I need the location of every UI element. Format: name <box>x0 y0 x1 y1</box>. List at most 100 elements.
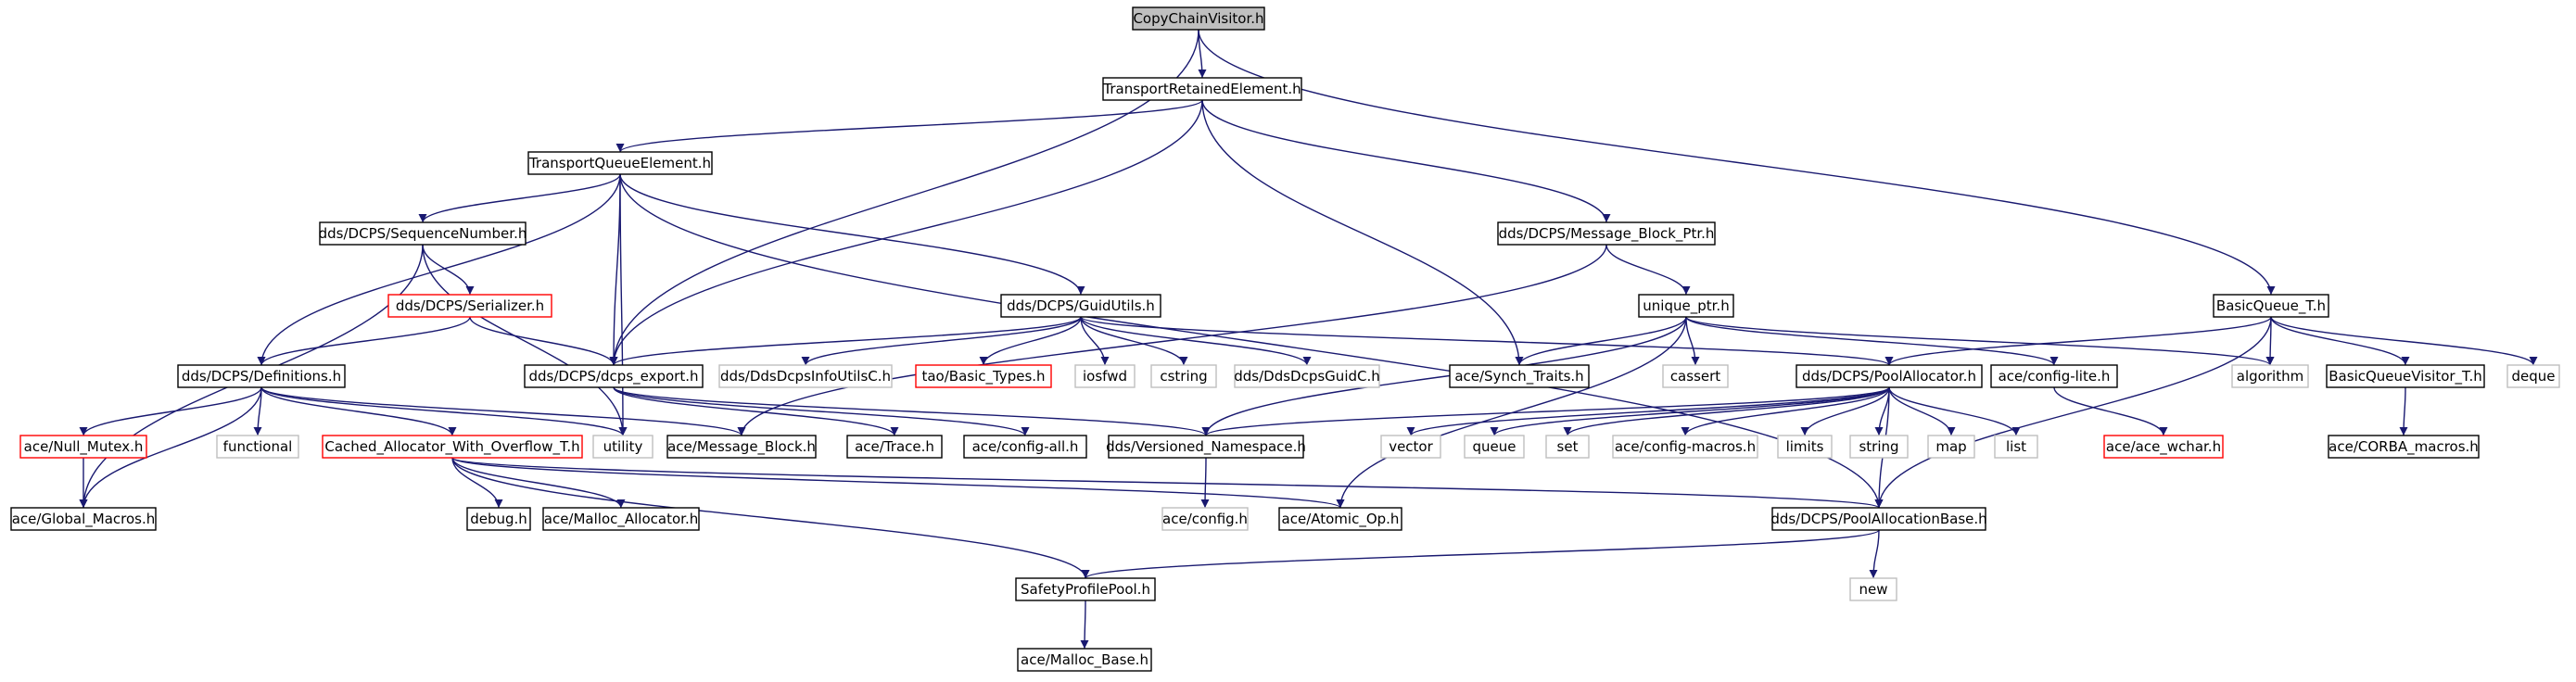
node-transport-retained[interactable]: TransportRetainedElement.h <box>1102 77 1302 101</box>
edge-pool-allocator-to-map <box>1888 386 1956 436</box>
node-config-lite[interactable]: ace/config-lite.h <box>1990 364 2118 388</box>
node-box <box>1132 6 1265 31</box>
node-debug[interactable]: debug.h <box>466 507 531 531</box>
node-label: deque <box>2511 368 2555 385</box>
node-cassert[interactable]: cassert <box>1662 364 1729 388</box>
edge-pool-allocator-to-list <box>1888 386 2021 436</box>
node-synch-traits[interactable]: ace/Synch_Traits.h <box>1449 364 1590 388</box>
node-config-macros[interactable]: ace/config-macros.h <box>1612 435 1758 459</box>
node-dds-dcps-info-utils-c[interactable]: dds/DdsDcpsInfoUtilsC.h <box>718 364 893 388</box>
node-dcps-export[interactable]: dds/DCPS/dcps_export.h <box>524 364 704 388</box>
node-label: dds/Versioned_Namespace.h <box>1106 438 1306 456</box>
node-utility[interactable]: utility <box>592 435 654 459</box>
node-versioned-namespace[interactable]: dds/Versioned_Namespace.h <box>1106 435 1306 459</box>
node-box <box>2326 364 2485 388</box>
node-label: cstring <box>1160 368 1207 385</box>
node-queue[interactable]: queue <box>1464 435 1525 459</box>
node-functional[interactable]: functional <box>216 435 299 459</box>
node-box <box>1994 435 2038 459</box>
edge-config-lite-to-ace-wchar <box>2053 386 2168 436</box>
node-box <box>915 364 1052 388</box>
node-vector[interactable]: vector <box>1380 435 1441 459</box>
node-list[interactable]: list <box>1994 435 2038 459</box>
node-unique-ptr[interactable]: unique_ptr.h <box>1638 294 1734 318</box>
edge-basic-queue-to-basic-queue-visitor <box>2270 316 2410 366</box>
node-label: BasicQueueVisitor_T.h <box>2329 368 2481 385</box>
edge-dcps-export-to-config-all <box>613 386 1030 436</box>
node-box <box>1464 435 1525 459</box>
edge-basic-queue-visitor-to-corba-macros <box>2399 386 2408 436</box>
node-malloc-base[interactable]: ace/Malloc_Base.h <box>1017 648 1152 672</box>
node-atomic-op[interactable]: ace/Atomic_Op.h <box>1278 507 1402 531</box>
node-box <box>322 435 583 459</box>
node-label: ace/Trace.h <box>855 438 934 455</box>
node-map[interactable]: map <box>1927 435 1975 459</box>
node-label: dds/DCPS/SequenceNumber.h <box>319 225 527 242</box>
node-box <box>1278 507 1402 531</box>
node-string[interactable]: string <box>1849 435 1909 459</box>
node-copychain[interactable]: CopyChainVisitor.h <box>1132 6 1265 31</box>
node-guid-utils[interactable]: dds/DCPS/GuidUtils.h <box>1000 294 1161 318</box>
node-box <box>2328 435 2480 459</box>
edge-transport-queue-to-guid-utils <box>619 173 1085 296</box>
node-corba-macros[interactable]: ace/CORBA_macros.h <box>2328 435 2480 459</box>
node-deque[interactable]: deque <box>2506 364 2560 388</box>
edge-guid-utils-to-dds-dcps-info-utils-c <box>801 316 1082 366</box>
node-cstring[interactable]: cstring <box>1150 364 1217 388</box>
node-transport-queue[interactable]: TransportQueueElement.h <box>527 151 713 175</box>
node-malloc-allocator[interactable]: ace/Malloc_Allocator.h <box>542 507 700 531</box>
node-global-macros[interactable]: ace/Global_Macros.h <box>10 507 157 531</box>
node-message-block[interactable]: ace/Message_Block.h <box>666 435 817 459</box>
node-safety-profile-pool[interactable]: SafetyProfilePool.h <box>1015 577 1156 601</box>
node-label: CopyChainVisitor.h <box>1133 10 1263 27</box>
edge-transport-queue-to-definitions <box>257 173 621 366</box>
node-pool-allocation-base[interactable]: dds/DCPS/PoolAllocationBase.h <box>1770 507 1987 531</box>
node-dds-dcps-guid-c[interactable]: dds/DdsDcpsGuidC.h <box>1234 364 1380 388</box>
node-label: dds/DCPS/PoolAllocator.h <box>1802 368 1976 385</box>
node-basic-queue[interactable]: BasicQueue_T.h <box>2213 294 2329 318</box>
node-set[interactable]: set <box>1545 435 1590 459</box>
node-config[interactable]: ace/config.h <box>1161 507 1249 531</box>
edge-message-block-ptr-to-unique-ptr <box>1605 244 1691 296</box>
node-label: Cached_Allocator_With_Overflow_T.h <box>324 438 579 456</box>
node-message-block-ptr[interactable]: dds/DCPS/Message_Block_Ptr.h <box>1497 221 1716 246</box>
node-limits[interactable]: limits <box>1777 435 1833 459</box>
node-cached-allocator[interactable]: Cached_Allocator_With_Overflow_T.h <box>322 435 583 459</box>
edge-cached-allocator-to-malloc-allocator <box>451 457 626 509</box>
node-algorithm[interactable]: algorithm <box>2231 364 2309 388</box>
node-ace-wchar[interactable]: ace/ace_wchar.h <box>2103 435 2224 459</box>
node-iosfwd[interactable]: iosfwd <box>1074 364 1136 388</box>
node-label: iosfwd <box>1083 368 1127 385</box>
node-new[interactable]: new <box>1849 577 1897 601</box>
node-box <box>1108 435 1304 459</box>
node-label: list <box>2006 438 2026 455</box>
node-box <box>1849 435 1909 459</box>
node-box <box>1545 435 1590 459</box>
node-label: algorithm <box>2237 368 2303 385</box>
node-label: ace/Malloc_Allocator.h <box>544 511 698 528</box>
node-box <box>1380 435 1441 459</box>
node-box <box>319 221 527 246</box>
node-box <box>963 435 1087 459</box>
node-box <box>2506 364 2560 388</box>
node-label: limits <box>1786 438 1824 455</box>
edge-transport-retained-to-message-block-ptr <box>1201 99 1611 223</box>
node-layer: CopyChainVisitor.hTransportRetainedEleme… <box>10 6 2560 672</box>
node-definitions[interactable]: dds/DCPS/Definitions.h <box>177 364 346 388</box>
node-box <box>1612 435 1758 459</box>
node-null-mutex[interactable]: ace/Null_Mutex.h <box>19 435 147 459</box>
node-box <box>1017 648 1152 672</box>
node-serializer[interactable]: dds/DCPS/Serializer.h <box>387 294 552 318</box>
node-label: ace/Malloc_Base.h <box>1021 651 1148 669</box>
node-sequence-number[interactable]: dds/DCPS/SequenceNumber.h <box>319 221 527 246</box>
edge-pool-allocator-to-versioned-namespace <box>1201 386 1890 436</box>
node-tao-basic-types[interactable]: tao/Basic_Types.h <box>915 364 1052 388</box>
node-basic-queue-visitor[interactable]: BasicQueueVisitor_T.h <box>2326 364 2485 388</box>
node-trace[interactable]: ace/Trace.h <box>846 435 943 459</box>
edge-guid-utils-to-tao-basic-types <box>979 316 1082 366</box>
node-label: ace/Message_Block.h <box>667 438 816 456</box>
node-pool-allocator[interactable]: dds/DCPS/PoolAllocator.h <box>1796 364 1983 388</box>
node-box <box>592 435 654 459</box>
node-box <box>846 435 943 459</box>
node-config-all[interactable]: ace/config-all.h <box>963 435 1087 459</box>
